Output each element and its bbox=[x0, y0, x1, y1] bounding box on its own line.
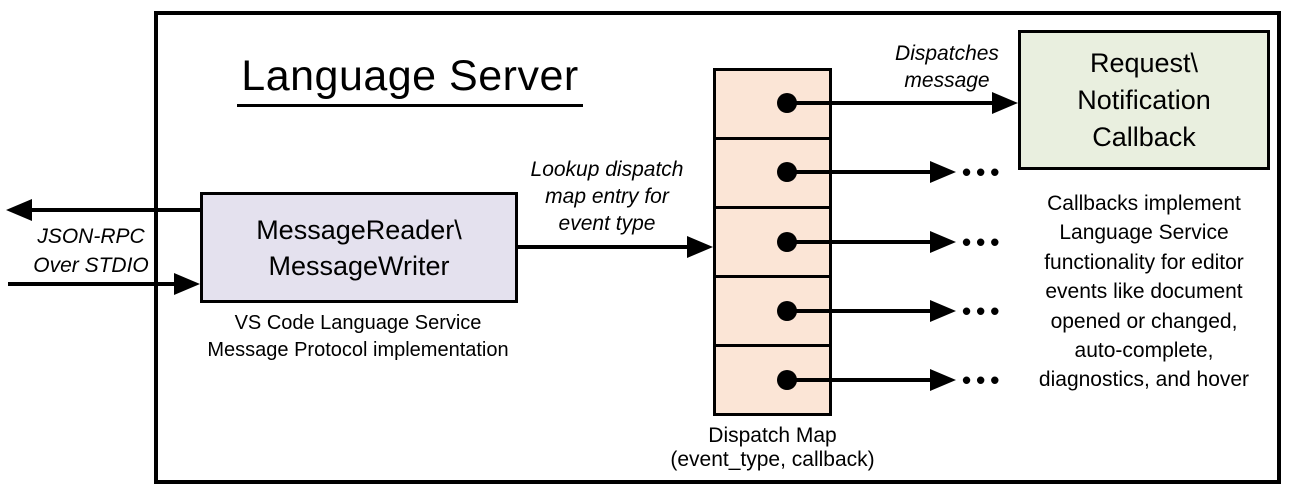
ellipsis-icon: ••• bbox=[962, 365, 1005, 395]
dispatch-arrow-head bbox=[930, 161, 956, 183]
page-title-text: Language Server bbox=[237, 52, 583, 107]
dispatch-arrow-line bbox=[787, 378, 930, 382]
ellipsis-icon: ••• bbox=[962, 296, 1005, 326]
dispatch-arrow-head bbox=[930, 300, 956, 322]
lookup-arrow-head bbox=[687, 236, 713, 258]
dispatch-arrow-head bbox=[930, 369, 956, 391]
stdio-in-arrow-line bbox=[8, 282, 174, 286]
dispatch-map-cell bbox=[716, 71, 829, 140]
ellipsis-icon: ••• bbox=[962, 227, 1005, 257]
stdio-in-arrow-head bbox=[174, 273, 200, 295]
dispatch-map-cell bbox=[716, 140, 829, 209]
ellipsis-icon: ••• bbox=[962, 157, 1005, 187]
dispatch-map-cell bbox=[716, 209, 829, 278]
stdio-out-arrow-line bbox=[30, 208, 200, 212]
message-reader-writer-box: MessageReader\MessageWriter bbox=[200, 192, 518, 303]
dispatch-arrow-head bbox=[930, 231, 956, 253]
dispatch-map-cell bbox=[716, 278, 829, 347]
dispatch-map-caption: Dispatch Map(event_type, callback) bbox=[670, 424, 875, 471]
dispatch-arrow-head bbox=[992, 92, 1018, 114]
stdio-out-arrow-head bbox=[6, 199, 32, 221]
dispatch-arrow-line bbox=[787, 240, 930, 244]
dispatch-arrow-line bbox=[787, 309, 930, 313]
dispatch-arrow-line bbox=[787, 101, 992, 105]
language-server-boundary bbox=[154, 11, 1281, 484]
page-title: Language Server bbox=[210, 52, 610, 107]
lookup-arrow-line bbox=[517, 245, 687, 249]
dispatch-arrow-line bbox=[787, 170, 930, 174]
